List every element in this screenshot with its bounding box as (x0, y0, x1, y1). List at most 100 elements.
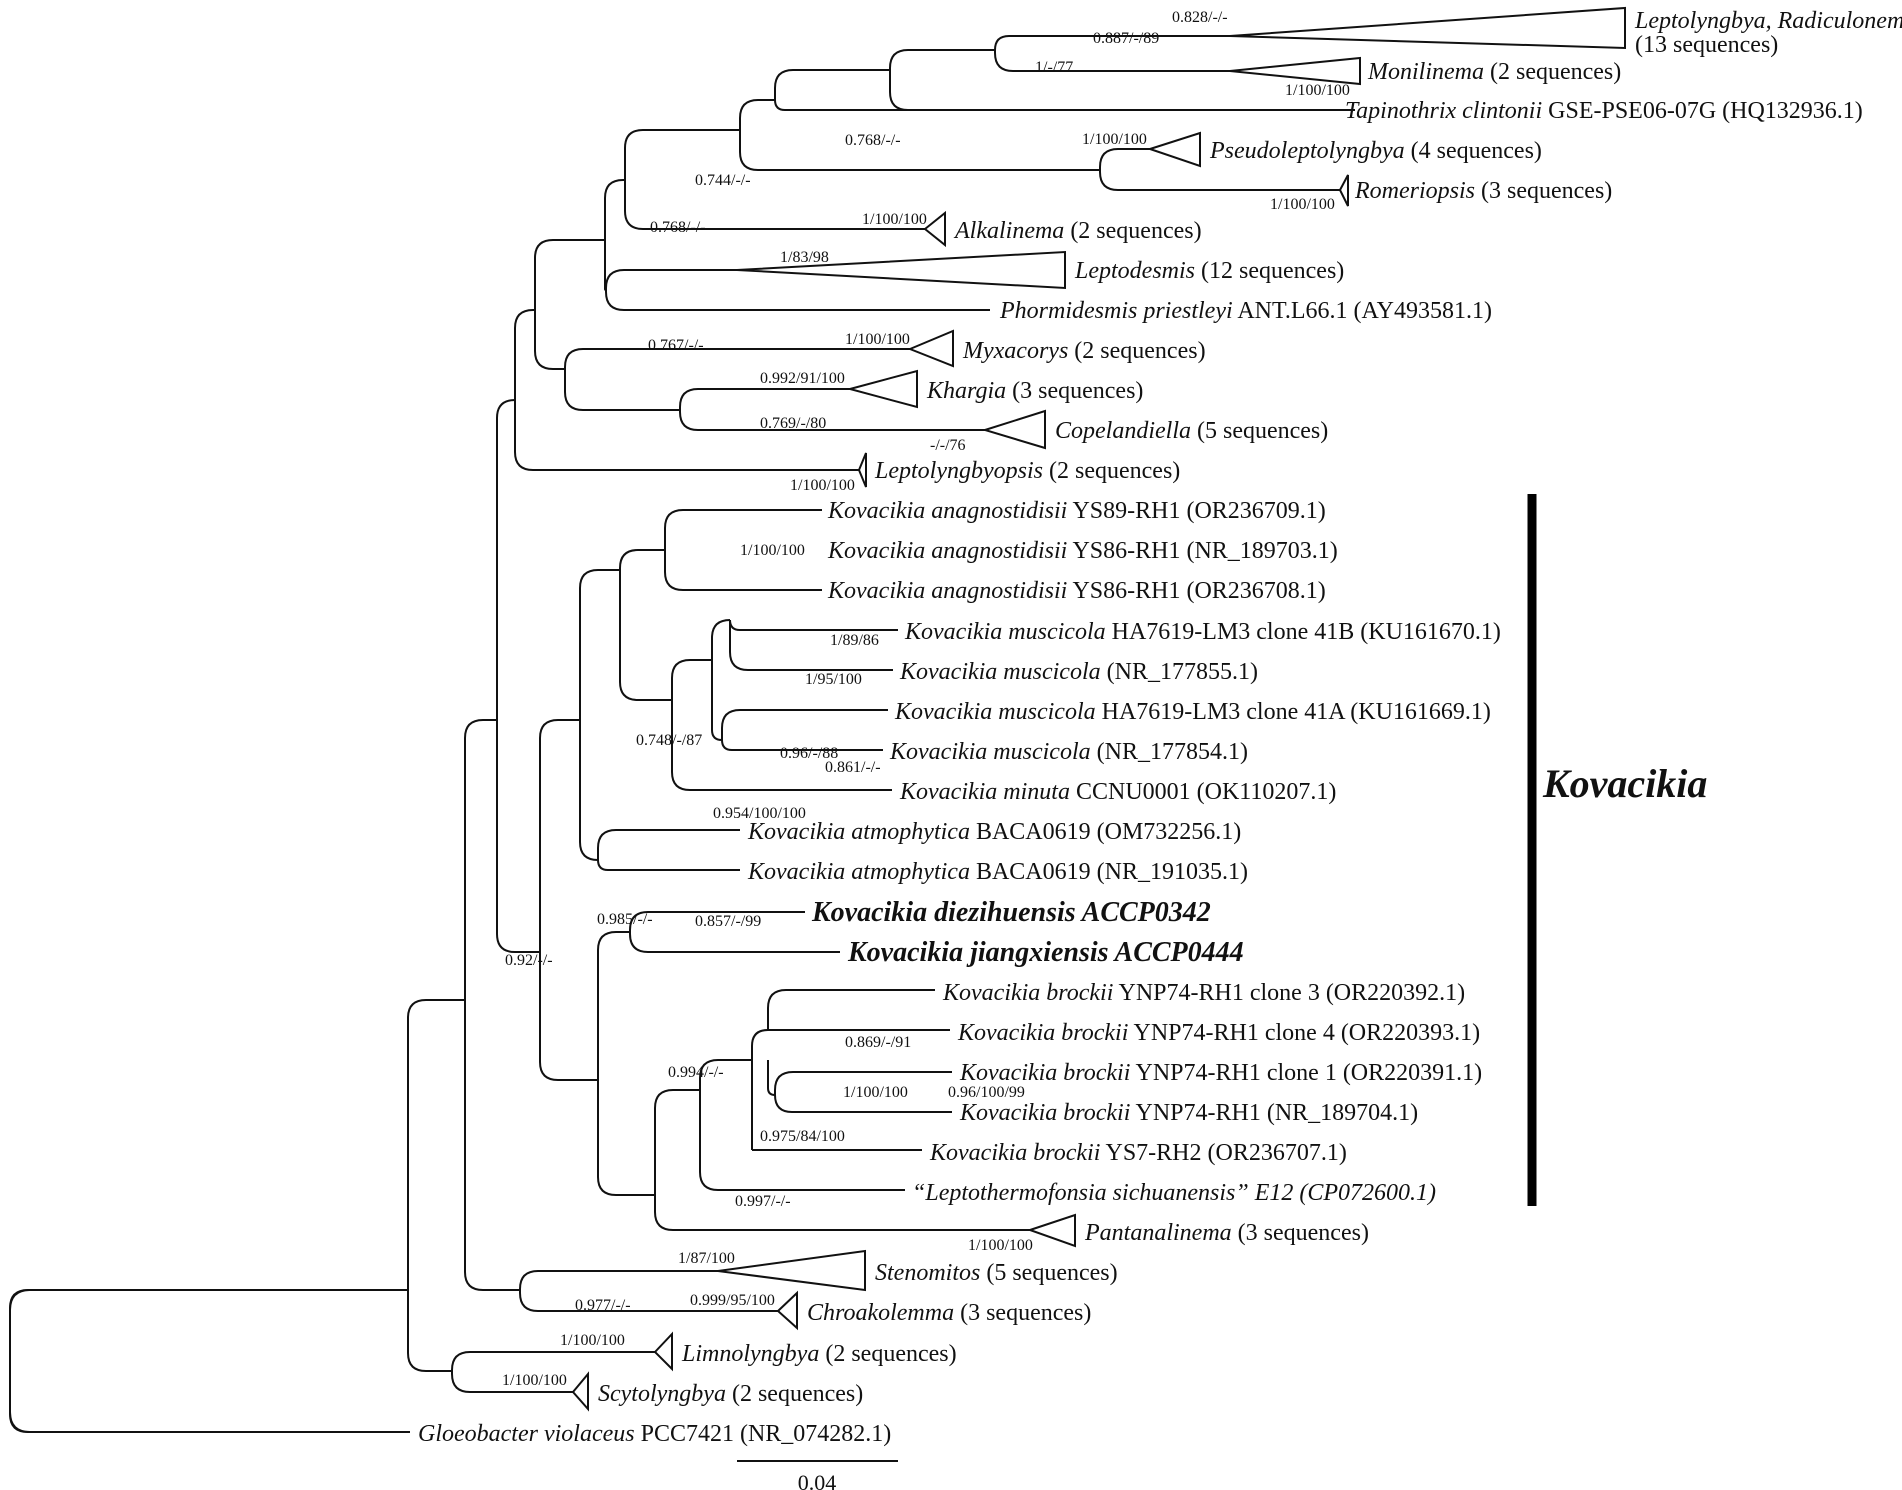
tip-romeriopsis: Romeriopsis (3 sequences) (1354, 178, 1612, 204)
tip-monilinema: Monilinema (2 sequences) (1367, 59, 1621, 85)
tip-ka3: Kovacikia anagnostidisii YS86-RH1 (OR236… (827, 578, 1326, 604)
tree-branch (464, 1000, 520, 1291)
support-label: 1/-/77 (1035, 59, 1073, 76)
triangle-monilinema (1229, 56, 1361, 86)
tree-branch (729, 619, 898, 631)
tree-branch (664, 550, 822, 591)
tip-kmin: Kovacikia minuta CCNU0001 (OK110207.1) (899, 779, 1336, 805)
tip-stenomitos: Stenomitos (5 sequences) (875, 1260, 1118, 1286)
tree-branch (751, 1029, 769, 1060)
tip-alkalinema: Alkalinema (2 sequences) (953, 218, 1202, 244)
tip-ka2: Kovacikia anagnostidisii YS86-RH1 (NR_18… (827, 538, 1338, 564)
tree-branch (711, 660, 723, 741)
support-label: 1/100/100 (968, 1237, 1033, 1254)
support-label: 1/100/100 (790, 477, 855, 494)
support-label: -/-/76 (930, 437, 966, 454)
tree-branch (9, 1289, 408, 1372)
support-label: 1/100/100 (1270, 196, 1335, 213)
tip-tapinothrix: Tapinothrix clintonii GSE-PSE06-07G (HQ1… (1345, 98, 1863, 124)
tree-branch (889, 49, 995, 70)
triangle-scytolyngbya (571, 1371, 589, 1412)
tip-pantanalinema: Pantanalinema (3 sequences) (1084, 1220, 1369, 1246)
tree-branch (699, 1090, 905, 1191)
tree-branch (671, 659, 712, 700)
tip-khargia: Khargia (3 sequences) (926, 378, 1143, 404)
tree-branch (597, 859, 740, 871)
tip-kb4: Kovacikia brockii YNP74-RH1 (NR_189704.1… (959, 1100, 1418, 1126)
tip-chroakolemma: Chroakolemma (3 sequences) (807, 1300, 1091, 1326)
tree-branch (605, 269, 737, 290)
tree-branch (451, 1371, 573, 1393)
tree-branch (994, 50, 1230, 72)
support-label: 1/95/100 (805, 671, 862, 688)
tree-branch (564, 369, 680, 411)
tip-kb2: Kovacikia brockii YNP74-RH1 clone 4 (OR2… (957, 1020, 1480, 1046)
tip-kjia: Kovacikia jiangxiensis ACCP0444 (847, 937, 1244, 968)
kovacikia-clade-label: Kovacikia (1542, 761, 1707, 806)
tree-branch (671, 700, 892, 791)
support-label: 0.748/-/87 (636, 732, 702, 749)
tree-branch (1099, 170, 1340, 191)
tree-branch (624, 180, 925, 230)
tree-branch (629, 932, 840, 953)
support-label: 0.768/-/- (650, 219, 706, 236)
tree-branch (597, 931, 630, 1080)
support-label: 0.999/95/100 (690, 1292, 775, 1309)
tip-pseudoleptolyngbya: Pseudoleptolyngbya (4 sequences) (1209, 138, 1542, 164)
support-label: 1/100/100 (1285, 82, 1350, 99)
tree-branch (534, 239, 605, 310)
tree-branch (629, 911, 805, 932)
tip-gloeobacter: Gloeobacter violaceus PCC7421 (NR_074282… (418, 1421, 891, 1447)
support-label: 0.744/-/- (695, 172, 751, 189)
triangle-chroakolemma (776, 1290, 798, 1331)
tip-phormidesmis: Phormidesmis priestleyi ANT.L66.1 (AY493… (999, 298, 1492, 324)
collapsed-clades (571, 6, 1626, 1412)
tip-copelandiella: Copelandiella (5 sequences) (1055, 418, 1328, 444)
tree-branch (679, 388, 850, 410)
tip-km4: Kovacikia muscicola (NR_177854.1) (889, 739, 1248, 765)
tip-limnolyngbya: Limnolyngbya (2 sequences) (681, 1341, 957, 1367)
tree-branch (774, 99, 1340, 111)
support-label: 1/100/100 (862, 211, 927, 228)
tip-km2: Kovacikia muscicola (NR_177855.1) (899, 659, 1258, 685)
tree-branch (514, 309, 535, 400)
triangle-khargia (846, 369, 918, 409)
tree-branch (451, 1351, 655, 1371)
tree-branch (711, 619, 731, 660)
support-label: 0.767/-/- (648, 337, 704, 354)
tree-branch (774, 1071, 952, 1095)
tree-branch (767, 989, 935, 1030)
tip-leptodesmis: Leptodesmis (12 sequences) (1074, 258, 1344, 284)
support-label: 1/100/100 (845, 331, 910, 348)
support-label: 1/100/100 (560, 1332, 625, 1349)
support-label: 0.869/-/91 (845, 1034, 911, 1051)
tip-scytolyngbya: Scytolyngbya (2 sequences) (598, 1381, 863, 1407)
tree-branch (654, 1089, 700, 1195)
support-label: 0.92/-/- (505, 952, 553, 969)
tree-branch (767, 1060, 776, 1096)
support-values: 0.828/-/- 0.887/-/89 1/-/77 1/100/100 0.… (502, 9, 1350, 1389)
triangle-myxacorys (907, 329, 954, 368)
support-label: 0.985/-/- (597, 911, 653, 928)
tip-leptolyngbya: Leptolyngbya, Radiculonema (1634, 8, 1902, 34)
triangle-leptolyngbya (1229, 6, 1626, 50)
tree-branch (496, 720, 540, 953)
tip-leptolyngbya-count: (13 sequences) (1635, 32, 1778, 58)
triangle-romeriopsis (1338, 174, 1349, 207)
tip-leptolyngbyopsis: Leptolyngbyopsis (2 sequences) (874, 458, 1180, 484)
tree-branch (579, 720, 599, 861)
tip-km1: Kovacikia muscicola HA7619-LM3 clone 41B… (904, 619, 1501, 645)
triangle-limnolyngbya (653, 1331, 673, 1372)
tree-branch (664, 509, 822, 550)
tip-lepto-sichuanensis: “Leptothermofonsia sichuanensis” E12 (CP… (912, 1180, 1436, 1206)
tree-branch (739, 130, 1100, 171)
support-label: 0.769/-/80 (760, 415, 826, 432)
support-label: 0.887/-/89 (1093, 30, 1159, 47)
tip-ka1: Kovacikia anagnostidisii YS89-RH1 (OR236… (827, 498, 1326, 524)
triangle-pseudoleptolyngbya (1146, 131, 1201, 168)
support-label: 0.975/84/100 (760, 1128, 845, 1145)
support-label: 0.997/-/- (735, 1193, 791, 1210)
support-label: 0.857/-/99 (695, 913, 761, 930)
tree-branch (579, 569, 620, 720)
